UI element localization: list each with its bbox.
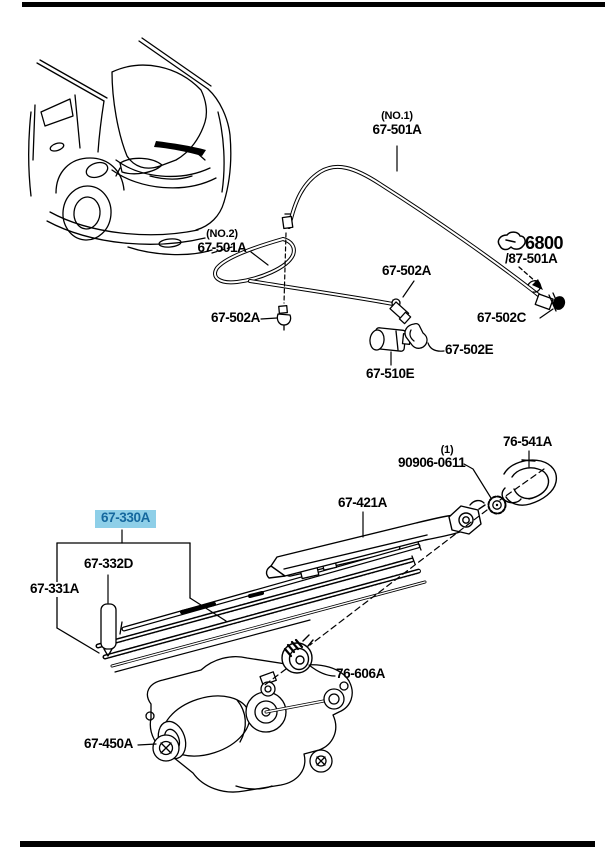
wiper-motor-illustration <box>145 655 353 793</box>
shaft-grommet-illustration <box>281 634 314 674</box>
label-hose-no1[interactable]: (NO.1) 67-501A <box>355 110 439 137</box>
label-blade-rubber[interactable]: 67-332D <box>84 556 133 572</box>
label-connector[interactable]: 67-502C <box>477 310 526 326</box>
label-nut-qty-text: (1) <box>440 444 454 456</box>
top-border <box>22 2 605 7</box>
label-wiper-motor-number: 67-450A <box>84 736 133 751</box>
blade-strips-illustration <box>95 541 427 673</box>
label-elbow-number: 67-502E <box>445 342 494 357</box>
label-blade[interactable]: 67-331A <box>28 581 81 597</box>
pivot-axis-dashed-line <box>261 468 545 688</box>
rubber-insert-illustration <box>100 603 117 657</box>
label-elbow[interactable]: 67-502E <box>445 342 494 358</box>
label-nut[interactable]: 90906-0611 <box>398 455 466 471</box>
hose-joint-illustration <box>389 298 412 325</box>
pivot-nut-illustration <box>487 495 507 515</box>
label-check-valve[interactable]: 67-510E <box>366 366 415 382</box>
label-nozzle-number: 67-502A <box>211 310 260 325</box>
label-shaft-grommet[interactable]: 76-606A <box>336 666 385 682</box>
label-blade-number: 67-331A <box>30 581 79 596</box>
label-blade-rubber-number: 67-332D <box>84 556 133 571</box>
label-hose-no1-qualifier: (NO.1) <box>381 110 413 122</box>
clip-pointer-arrow <box>518 266 543 290</box>
label-wiper-motor[interactable]: 67-450A <box>84 736 133 752</box>
washer-hose-no1-illustration <box>281 164 543 299</box>
label-joint[interactable]: 67-502A <box>382 263 431 279</box>
label-connector-number: 67-502C <box>477 310 526 325</box>
label-hose-no2-number: 67-501A <box>197 239 247 255</box>
label-nut-number: 90906-0611 <box>398 455 466 470</box>
label-clip-number-text: /87-501A <box>505 251 558 266</box>
bottom-border <box>20 841 595 847</box>
label-shaft-grommet-number: 76-606A <box>336 666 385 681</box>
label-pivot-cap[interactable]: 76-541A <box>503 434 552 450</box>
leader-lines-lower <box>107 450 530 746</box>
hose-connector-illustration <box>527 280 566 312</box>
label-nut-qty: (1) <box>425 444 469 457</box>
label-hose-no1-number: 67-501A <box>372 121 422 137</box>
label-joint-number: 67-502A <box>382 263 431 278</box>
label-hose-no2[interactable]: (NO.2) 67-501A <box>188 228 256 255</box>
label-nozzle[interactable]: 67-502A <box>206 310 260 326</box>
clip-icon <box>497 231 526 251</box>
car-rear-illustration <box>28 37 233 256</box>
label-clip-ref[interactable]: 6800 <box>525 233 564 253</box>
wiper-arm-illustration <box>265 499 486 579</box>
label-clip-number[interactable]: /87-501A <box>505 251 558 267</box>
elbow-joint-illustration <box>404 322 428 349</box>
label-wiper-arm-number: 67-421A <box>338 495 387 510</box>
label-hose-no2-qualifier: (NO.2) <box>206 228 238 240</box>
label-blade-assembly-number: 67-330A <box>101 510 150 525</box>
check-valve-illustration <box>369 327 412 352</box>
leader-lines-upper <box>250 145 554 366</box>
label-pivot-cap-number: 76-541A <box>503 434 552 449</box>
washer-nozzle-illustration <box>276 305 292 331</box>
label-check-valve-number: 67-510E <box>366 366 415 381</box>
label-blade-assembly-selected[interactable]: 67-330A <box>95 510 156 528</box>
label-clip-ref-text: 6800 <box>525 233 564 253</box>
label-wiper-arm[interactable]: 67-421A <box>338 495 387 511</box>
